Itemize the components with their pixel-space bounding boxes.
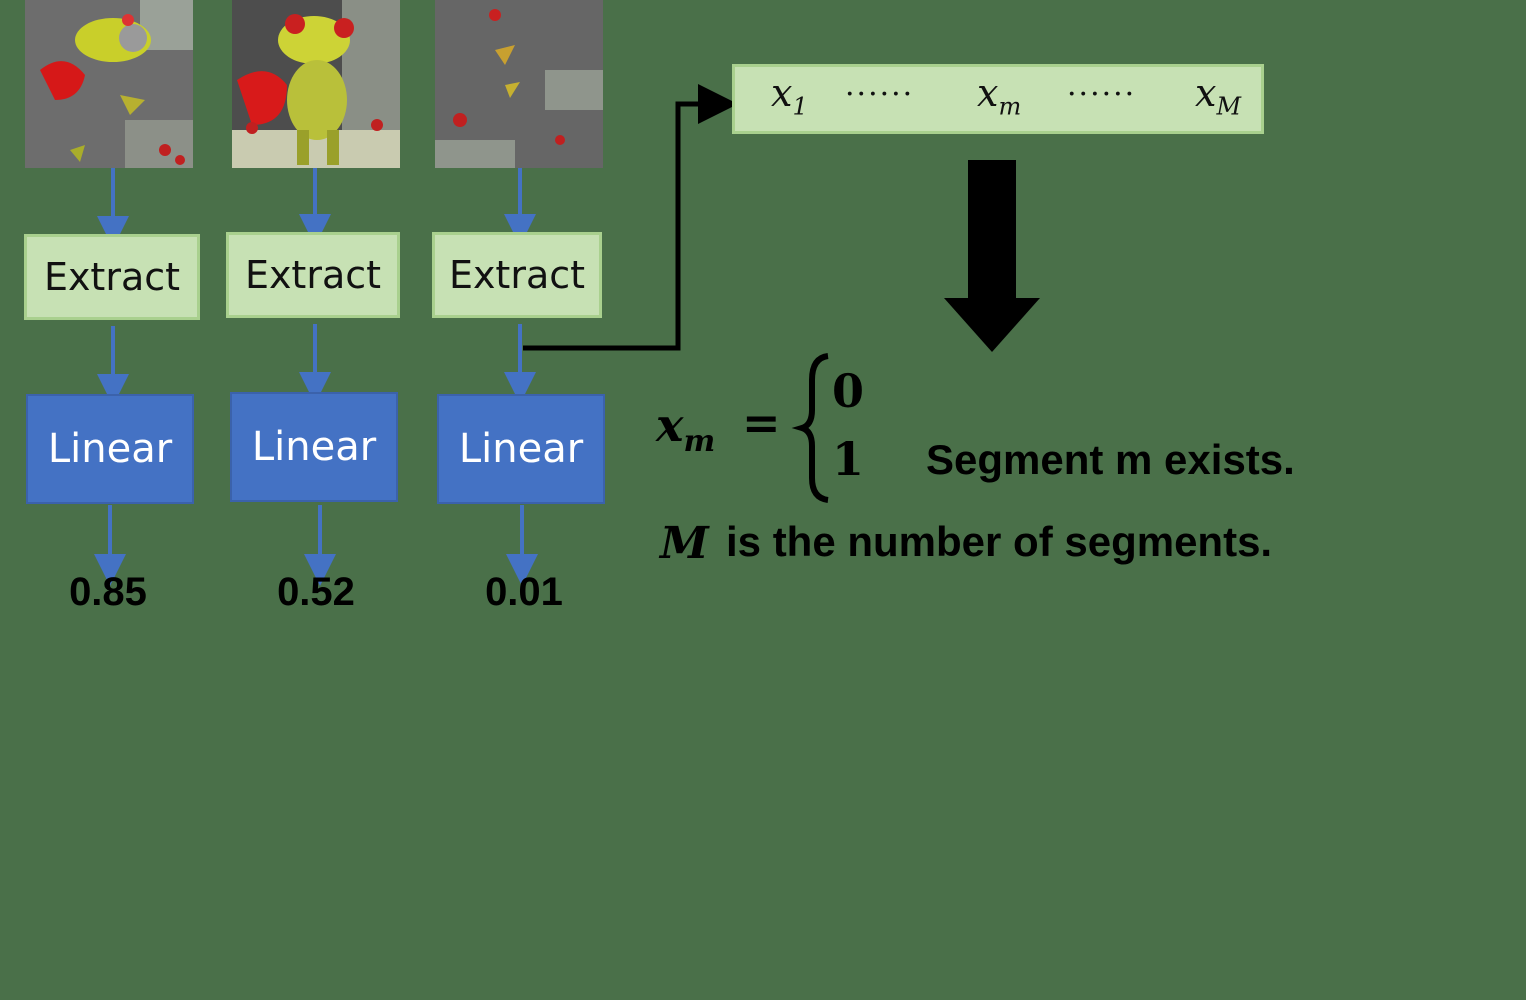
linear-box-2: Linear (230, 392, 398, 502)
score-3: 0.01 (485, 570, 563, 614)
formula-equals: = (742, 396, 781, 450)
linear-label: Linear (47, 426, 173, 472)
linear-box-3: Linear (437, 394, 605, 504)
extract-label: Extract (244, 253, 382, 297)
extract-box-1: Extract (24, 234, 200, 320)
formula-case-1: 1 (832, 432, 865, 486)
segment-image-2 (232, 0, 400, 168)
footnote-symbol: M (660, 518, 709, 569)
vector-xm: xm (977, 71, 1022, 121)
score-1: 0.85 (69, 570, 147, 614)
formula-case-0: 0 (832, 364, 865, 418)
formula-lhs: xm (656, 398, 716, 460)
vector-dots-2: ······ (1067, 77, 1137, 112)
linear-label: Linear (251, 424, 377, 470)
segment-vector: x1 ······ xm ······ xM (732, 64, 1264, 134)
extract-label: Extract (43, 255, 181, 299)
footnote-text: is the number of segments. (726, 518, 1273, 565)
vector-dots-1: ······ (845, 77, 915, 112)
score-2: 0.52 (277, 570, 355, 614)
linear-box-1: Linear (26, 394, 194, 504)
extract-label: Extract (448, 253, 586, 297)
linear-label: Linear (458, 426, 584, 472)
extract-box-3: Extract (432, 232, 602, 318)
vector-x1: x1 (771, 71, 808, 121)
segment-image-1 (25, 0, 193, 168)
extract-box-2: Extract (226, 232, 400, 318)
formula-case-1-text: Segment m exists. (926, 436, 1295, 483)
segment-image-3 (435, 0, 603, 168)
vector-xM: xM (1195, 71, 1242, 121)
case-brace (791, 353, 829, 503)
